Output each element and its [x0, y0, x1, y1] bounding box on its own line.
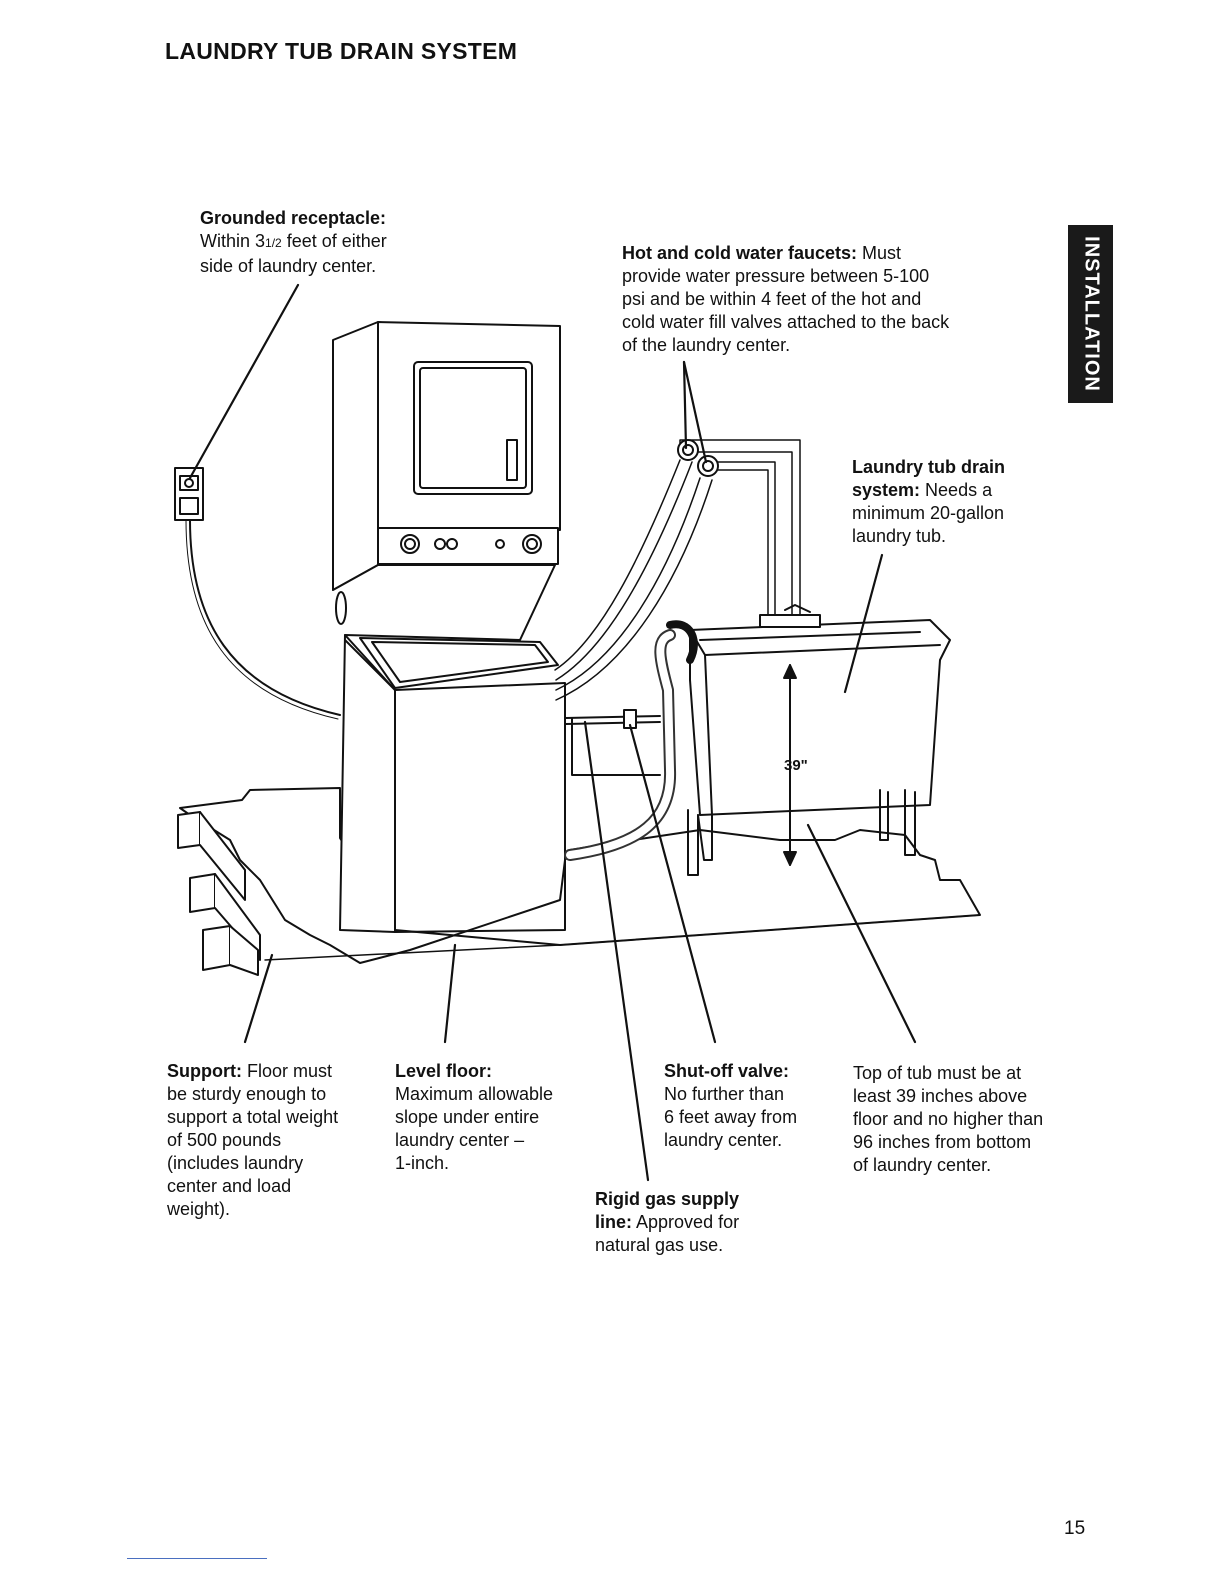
footer-rule: [127, 1558, 267, 1559]
washer-cabinet: [332, 564, 556, 933]
leader-tub-height: [806, 823, 917, 1044]
leader-faucets: [682, 360, 708, 464]
leader-level-floor: [443, 943, 457, 1044]
dryer-door-handle: [506, 439, 518, 481]
control-panel: [377, 527, 559, 565]
leader-drain: [843, 553, 884, 694]
power-cord: [189, 519, 341, 716]
callout-heading: Laundry tub drain: [852, 457, 1005, 477]
callout-level-floor: Level floor: Maximum allowable slope und…: [395, 1061, 554, 1173]
leader-gas: [583, 720, 650, 1182]
dryer-door: [413, 361, 533, 495]
callout-heading: Level floor:: [395, 1061, 493, 1081]
tub-height-dimension-label: 39": [784, 757, 808, 774]
callout-water-faucets: Hot and cold water faucets: Must provide…: [622, 243, 950, 355]
leader-shutoff: [628, 723, 717, 1044]
floor-joist: [202, 925, 231, 971]
page-number: 15: [1064, 1518, 1086, 1539]
callout-tub-height: Top of tub must be at least 39 inches ab…: [853, 1063, 1044, 1175]
callout-gas-supply: Rigid gas supply line: Approved for natu…: [595, 1189, 740, 1255]
section-tab: INSTALLATION: [1068, 225, 1113, 403]
callout-grounded-receptacle: Grounded receptacle: Within 31/2 feet of…: [200, 208, 387, 276]
leader-support: [243, 953, 274, 1044]
laundry-tub: [689, 619, 951, 816]
floor-joist: [189, 873, 216, 913]
callout-heading: Rigid gas supply: [595, 1189, 740, 1209]
callout-shutoff-valve: Shut-off valve: No further than 6 feet a…: [664, 1061, 798, 1150]
gas-supply-line: [565, 715, 661, 719]
callout-drain-system: Laundry tub drain system: Needs a minimu…: [852, 457, 1005, 546]
fill-hose: [554, 459, 681, 671]
page-title: LAUNDRY TUB DRAIN SYSTEM: [165, 38, 518, 64]
callout-heading: Support:: [167, 1061, 242, 1081]
callout-heading: Shut-off valve:: [664, 1061, 790, 1081]
floor-joist: [177, 811, 201, 849]
callout-heading: Grounded receptacle:: [200, 208, 387, 228]
leader-receptacle: [188, 283, 300, 480]
leader-faucets: [682, 360, 688, 450]
callout-heading: Hot and cold water faucets:: [622, 243, 858, 263]
hot-water-faucet: [677, 439, 699, 461]
callout-support: Support: Floor must be sturdy enough to …: [167, 1061, 339, 1219]
cold-water-faucet: [697, 455, 719, 477]
floor: [179, 787, 981, 964]
washer-lid: [359, 637, 559, 689]
